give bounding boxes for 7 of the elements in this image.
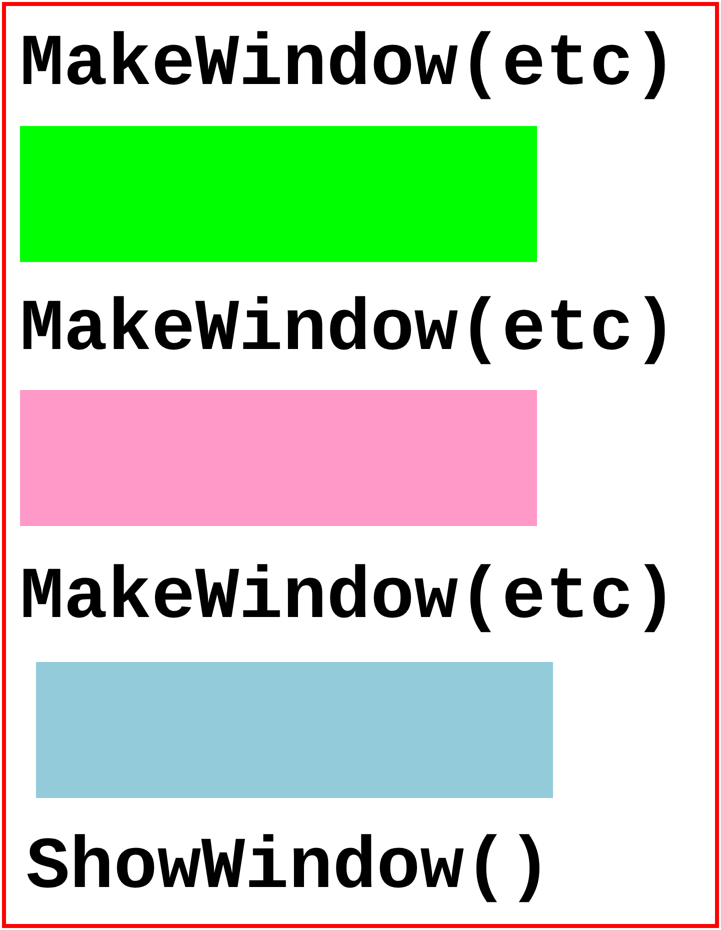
window-block (20, 390, 537, 526)
code-line: ShowWindow() (26, 831, 552, 904)
window-block (36, 662, 553, 798)
code-line: MakeWindow(etc) (20, 28, 678, 101)
code-line: MakeWindow(etc) (20, 293, 678, 366)
window-block (20, 126, 537, 262)
code-line: MakeWindow(etc) (20, 561, 678, 634)
